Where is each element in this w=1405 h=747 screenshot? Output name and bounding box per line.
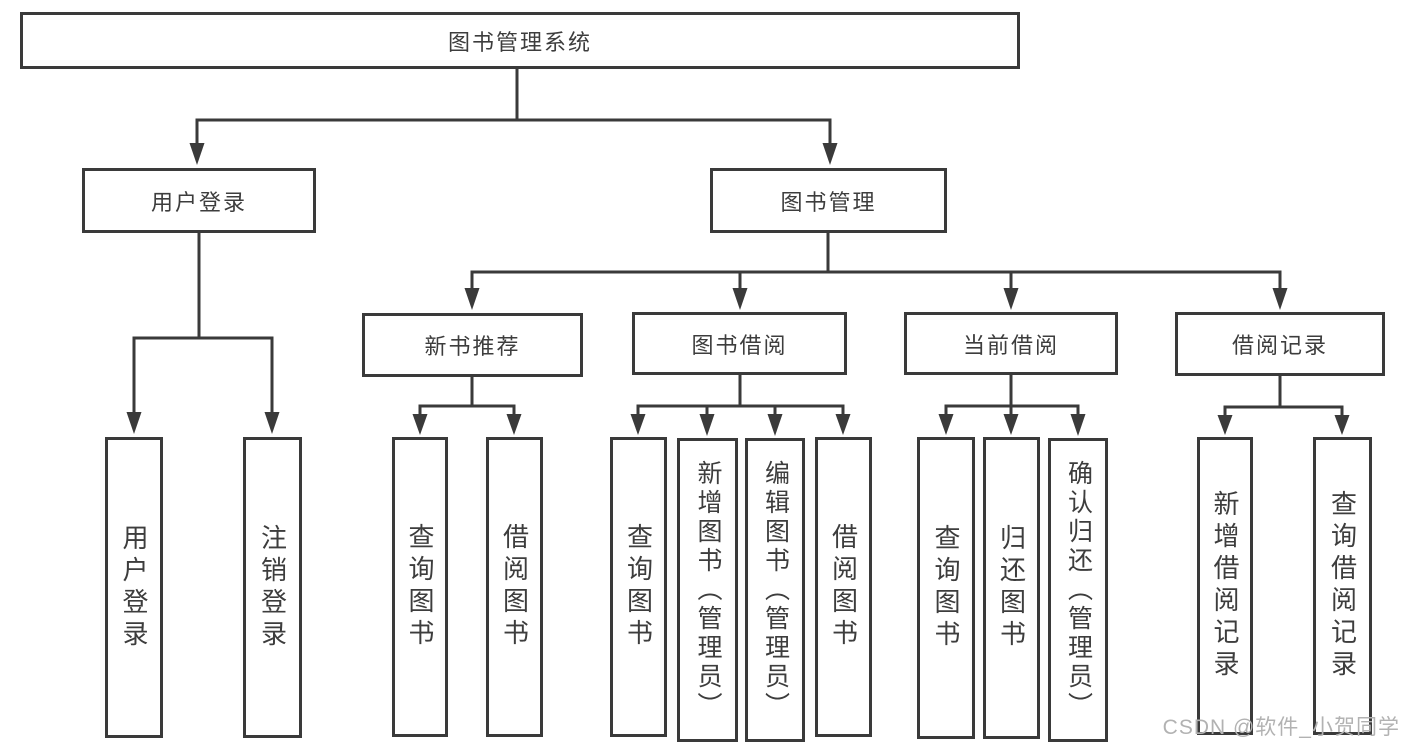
node-user-login-label: 用户登录 [150, 189, 247, 215]
node-current-return-book: 归还图书 [983, 437, 1040, 739]
node-user-login: 用户登录 [82, 168, 316, 233]
node-current-borrowing: 当前借阅 [904, 312, 1118, 375]
node-current-query-book: 查询图书 [917, 437, 975, 739]
node-user-login-action: 用户登录 [105, 437, 163, 738]
node-borrowing-edit-book-admin: 编辑图书（管理员） [745, 438, 805, 742]
node-book-management: 图书管理 [710, 168, 947, 233]
node-current-return-book-label: 归还图书 [996, 524, 1027, 652]
node-library-system: 图书管理系统 [20, 12, 1020, 69]
node-records-add-record-label: 新增借阅记录 [1210, 490, 1240, 682]
node-recommend-query-book: 查询图书 [392, 437, 448, 737]
node-borrowing-borrow-book: 借阅图书 [815, 437, 872, 737]
node-current-confirm-return-admin: 确认归还（管理员） [1048, 438, 1108, 742]
node-records-query-record-label: 查询借阅记录 [1327, 490, 1358, 682]
node-borrowing-add-book-admin: 新增图书（管理员） [677, 438, 738, 742]
node-current-confirm-return-admin-label: 确认归还（管理员） [1064, 459, 1093, 721]
node-borrowing-records-label: 借阅记录 [1231, 333, 1328, 358]
node-library-system-label: 图书管理系统 [447, 29, 592, 55]
node-recommend-borrow-book-label: 借阅图书 [499, 523, 530, 651]
node-borrowing-edit-book-admin-label: 编辑图书（管理员） [761, 459, 790, 721]
node-borrowing-borrow-book-label: 借阅图书 [828, 523, 859, 651]
node-records-query-record: 查询借阅记录 [1313, 437, 1372, 735]
node-borrowing-records: 借阅记录 [1175, 312, 1385, 376]
node-new-book-recommendation: 新书推荐 [362, 313, 583, 377]
node-current-borrowing-label: 当前借阅 [962, 332, 1059, 358]
csdn-watermark: CSDN @软件_小贺同学 [1162, 716, 1400, 739]
node-book-borrowing: 图书借阅 [632, 312, 847, 375]
node-logout-action-label: 注销登录 [257, 523, 288, 652]
node-recommend-borrow-book: 借阅图书 [486, 437, 543, 737]
node-current-query-book-label: 查询图书 [931, 524, 961, 652]
node-borrowing-query-book: 查询图书 [610, 437, 667, 737]
node-book-management-label: 图书管理 [780, 189, 877, 215]
node-user-login-action-label: 用户登录 [119, 523, 149, 652]
node-recommend-query-book-label: 查询图书 [405, 523, 435, 651]
node-borrowing-query-book-label: 查询图书 [623, 523, 654, 651]
node-book-borrowing-label: 图书借阅 [691, 332, 788, 358]
node-logout-action: 注销登录 [243, 437, 302, 738]
node-records-add-record: 新增借阅记录 [1197, 437, 1253, 735]
node-borrowing-add-book-admin-label: 新增图书（管理员） [694, 459, 722, 721]
node-new-book-recommendation-label: 新书推荐 [424, 334, 521, 359]
